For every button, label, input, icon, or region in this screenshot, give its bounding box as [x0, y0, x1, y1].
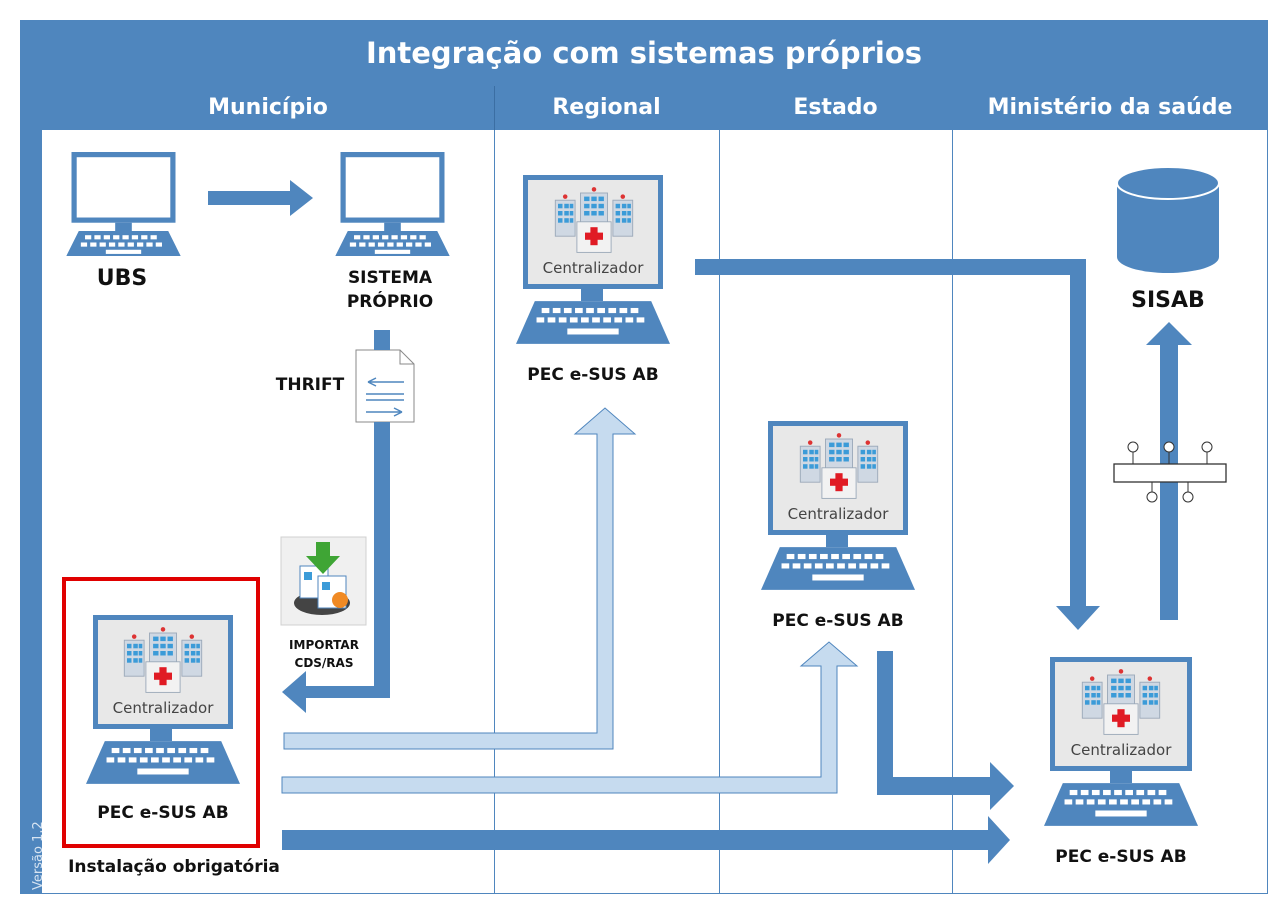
ubs-label: UBS [96, 266, 148, 291]
column-divider [952, 86, 953, 894]
arrow-municipio-to-ministerio [282, 816, 1010, 864]
thrift-document-icon [355, 349, 415, 423]
column-estado: Estado [719, 86, 952, 130]
pec-regional-label: PEC e-SUS AB [527, 365, 659, 385]
arrow-ubs-to-sistema [208, 180, 313, 216]
sistema-proprio-label: SISTEMA PRÓPRIO [346, 268, 434, 312]
importar-cds-ras-label: IMPORTAR CDS/RAS [289, 638, 359, 670]
column-municipio: Município [42, 86, 494, 130]
pec-ministerio-computer-icon: Centralizador [1044, 657, 1198, 826]
importar-cds-ras-icon [280, 536, 367, 626]
arrow-estado-to-ministerio [877, 651, 1014, 810]
arrow-sistema-to-pec-municipio [282, 330, 390, 713]
sistema-proprio-computer-icon [335, 152, 450, 256]
sisab-label: SISAB [1131, 288, 1205, 313]
centralizador-label: Centralizador [113, 699, 215, 717]
sisab-database-icon [1116, 166, 1220, 273]
arrow-municipio-to-estado [281, 641, 859, 794]
centralizador-label: Centralizador [788, 505, 890, 523]
pec-estado-label: PEC e-SUS AB [772, 611, 904, 631]
column-ministerio: Ministério da saúde [952, 86, 1268, 130]
mandatory-installation-highlight [62, 577, 260, 848]
diagram-title: Integração com sistemas próprios [20, 20, 1268, 86]
side-strip [20, 86, 42, 894]
arrow-municipio-to-regional [283, 407, 637, 750]
instalacao-obrigatoria-label: Instalação obrigatória [68, 857, 280, 877]
column-regional: Regional [494, 86, 719, 130]
thrift-label: THRIFT [275, 375, 345, 395]
pec-estado-computer-icon: Centralizador [761, 421, 915, 590]
ubs-computer-icon [66, 152, 181, 256]
column-divider [494, 86, 495, 894]
network-connector-icon [1113, 441, 1227, 503]
pec-municipio-computer-icon: Centralizador [86, 615, 240, 784]
centralizador-label: Centralizador [543, 259, 645, 277]
centralizador-label: Centralizador [1071, 741, 1173, 759]
column-divider [719, 86, 720, 894]
pec-regional-computer-icon: Centralizador [516, 175, 670, 344]
pec-ministerio-label: PEC e-SUS AB [1055, 847, 1187, 867]
pec-municipio-label: PEC e-SUS AB [97, 803, 229, 823]
